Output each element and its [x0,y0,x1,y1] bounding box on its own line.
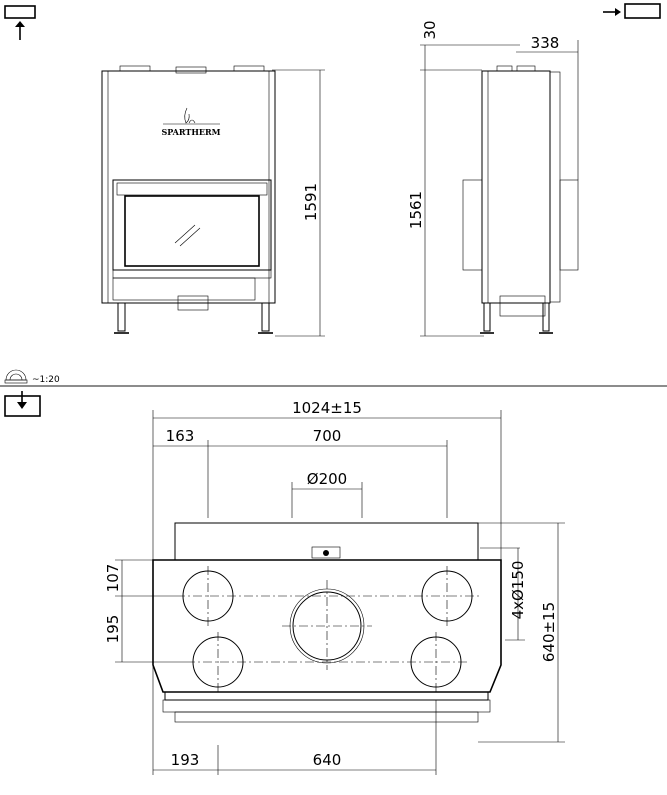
front-height-dim: 1591 [302,183,320,221]
view-from-top-arrow-down-icon [4,391,41,417]
center-outlet-dim: Ø200 [307,470,347,488]
view-from-side-arrow-right-icon [603,3,661,19]
spartherm-logo: SPARTHERM [161,107,221,137]
top-view: 1024±15 163 700 Ø200 107 195 4xØ150 640±… [104,399,565,775]
scale-label: ~1:20 [32,375,60,385]
side-view: 30 338 1561 [407,20,579,337]
protractor-scale-icon [4,369,28,384]
svg-text:SPARTHERM: SPARTHERM [161,127,220,137]
bottom-spacing-dim: 640 [313,751,342,769]
view-from-front-arrow-up-icon [4,5,36,40]
outlet-spacing-dim: 700 [313,427,342,445]
front-view: SPARTHERM 1591 [101,65,325,337]
left-offset-dim: 163 [166,427,195,445]
side-depth-dim: 338 [531,34,560,52]
row-spacing-dim: 195 [104,615,122,644]
side-top-offset-dim: 30 [421,20,439,39]
side-height-dim: 1561 [407,191,425,229]
row1-offset-dim: 107 [104,564,122,593]
overall-width-dim: 1024±15 [292,399,362,417]
overall-depth-dim: 640±15 [540,602,558,662]
side-outlets-dim: 4xØ150 [509,561,527,620]
bottom-left-offset-dim: 193 [171,751,200,769]
